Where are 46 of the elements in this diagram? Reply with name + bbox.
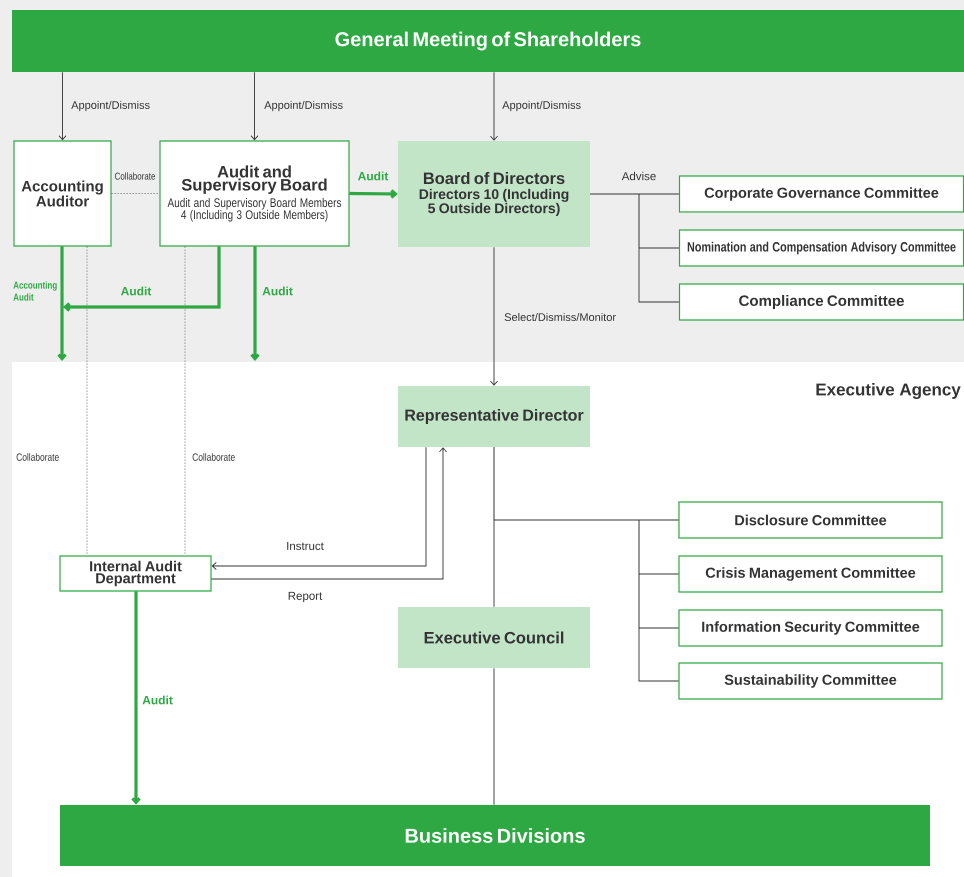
shaded-box: Executive Council (398, 607, 590, 668)
banner: General Meeting of Shareholders (12, 10, 964, 72)
arrow (57, 246, 67, 361)
outlined-box: Internal Audit Department (59, 555, 212, 592)
outlined-box: Audit and Supervisory Board Audit and Supervisory Board Members 4 (Including 3 Outside Members) (159, 140, 350, 247)
arrow (58, 72, 66, 140)
edge-label: Audit (261, 286, 294, 296)
outlined-box: Disclosure Committee (678, 501, 943, 539)
outlined-box: Accounting Auditor (13, 140, 112, 247)
dotted-line (111, 193, 160, 194)
connector-line (494, 446, 679, 682)
edge-label: Audit (356, 170, 390, 182)
edge-label: Appoint/Dismiss (263, 100, 344, 112)
edge-label: Appoint/Dismiss (501, 100, 582, 112)
edge-label: Audit (120, 286, 152, 296)
outlined-box: Information Security Committee (678, 609, 943, 647)
edge-label: Audit (141, 694, 174, 706)
connector-line (590, 194, 680, 302)
banner: Business Divisions (60, 805, 930, 866)
outlined-box: Corporate Governance Committee (678, 175, 964, 213)
arrow (131, 592, 141, 805)
edge-label: Report (286, 590, 324, 604)
arrow (250, 246, 260, 361)
arrow (250, 72, 258, 140)
edge-label: Advise (620, 170, 658, 182)
edge-label: Appoint/Dismiss (70, 100, 152, 112)
edge-label: Instruct (285, 540, 325, 551)
edge-label: Select/Dismiss/Monitor (503, 312, 618, 322)
dotted-line (184, 246, 186, 556)
arrow (212, 446, 426, 570)
outlined-box: Compliance Committee (678, 283, 964, 321)
shaded-box: Representative Director (398, 386, 590, 447)
shaded-box: Board of Directors Directors 10 (Including 5 Outside Directors) (398, 141, 590, 247)
arrow (490, 72, 498, 141)
arrow (211, 447, 447, 580)
outlined-box: Sustainability Committee (678, 662, 943, 700)
outlined-box: Crisis Management Committee (678, 555, 943, 593)
outlined-box: Nomination and Compensation Advisory Committee (678, 229, 964, 267)
section-label: Executive Agency (816, 383, 961, 399)
dotted-line (86, 246, 88, 556)
arrow (490, 246, 498, 386)
edge-label: Accounting Audit (12, 280, 60, 302)
arrow (350, 189, 398, 199)
arrow (63, 246, 221, 312)
edge-label: Collaborate (15, 452, 60, 462)
edge-label: Collaborate (191, 452, 236, 462)
